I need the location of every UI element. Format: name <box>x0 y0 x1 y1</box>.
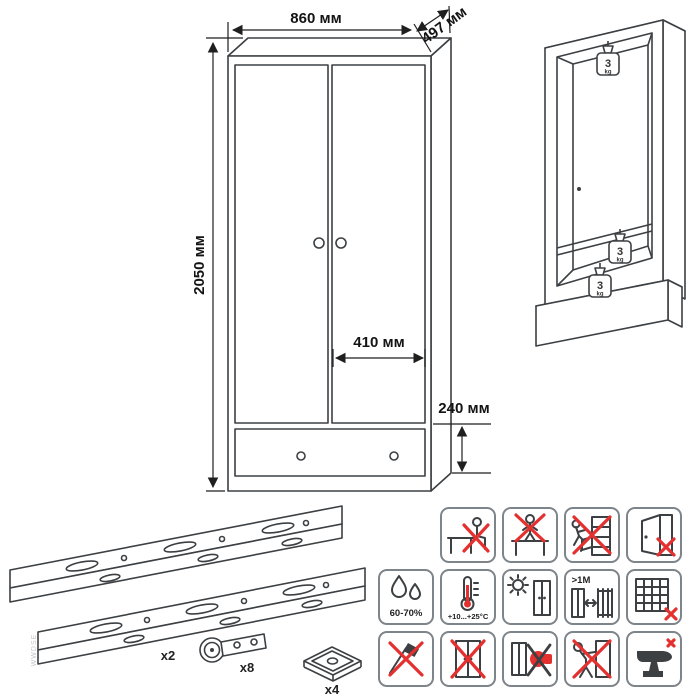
hinges-quantity-label: x8 <box>240 660 254 675</box>
tile-no-standing <box>502 507 558 563</box>
right-door-handle <box>335 237 347 249</box>
weight-unit: kg <box>596 292 603 298</box>
tile-temperature: +10...+25°C <box>440 569 496 625</box>
temperature-range-label: +10...+25°C <box>448 612 489 621</box>
pads-quantity-label: x4 <box>325 682 340 697</box>
no-door-hanging-icon <box>641 514 676 557</box>
no-tools-icon <box>388 641 424 677</box>
sunlight-icon <box>507 574 551 616</box>
hinge-dot <box>577 187 581 191</box>
heat-distance-icon: >1M <box>571 575 613 618</box>
furniture-pad-drawing <box>303 646 362 682</box>
drawer-height-dimension-label: 240 мм <box>438 400 489 417</box>
no-dragging-icon <box>572 639 612 679</box>
weight-unit: kg <box>616 258 623 264</box>
tile-no-climbing <box>564 507 620 563</box>
humidity-icon: 60-70% <box>390 575 423 619</box>
heavy-anvil-icon <box>637 638 676 677</box>
shelf-thickness-edge <box>556 230 653 256</box>
height-dimension-label: 2050 мм <box>191 235 208 295</box>
tile-no-impact <box>502 631 558 687</box>
drawer-slide-lower <box>37 567 366 665</box>
temperature-icon: +10...+25°C <box>448 576 489 621</box>
depth-dimension-line <box>416 9 449 32</box>
no-sitting-icon <box>447 517 490 554</box>
door-width-dimension-label: 410 мм <box>353 334 404 351</box>
hardware-svg: x2 x8 x4 WWDSE <box>9 505 366 697</box>
shelf-front-edge <box>556 223 653 249</box>
tile-humidity: 60-70% <box>378 569 434 625</box>
weight-value: 3 <box>605 58 611 70</box>
tile-no-sunlight <box>502 569 558 625</box>
left-door-handle <box>313 237 325 249</box>
hinge-drawing <box>199 633 267 663</box>
width-dimension-label: 860 мм <box>290 10 341 27</box>
tile-cabinet-crossed <box>440 631 496 687</box>
ventilation-grid-icon <box>635 578 678 621</box>
technical-drawing-svg: 860 мм 497 мм 2050 мм 410 мм 240 мм 3 <box>191 3 686 492</box>
weight-unit: kg <box>604 70 611 76</box>
slides-quantity-label: x2 <box>161 648 175 663</box>
drawer-slide-upper <box>9 505 343 603</box>
no-standing-icon <box>511 513 549 556</box>
humidity-range-label: 60-70% <box>390 608 423 619</box>
tile-no-dragging <box>564 631 620 687</box>
wardrobe-open-view: 3 kg 3 kg 3 kg <box>535 19 686 347</box>
wardrobe-front-face <box>227 55 432 492</box>
tile-no-sitting <box>440 507 496 563</box>
watermark-text: WWDSE <box>31 634 38 667</box>
weight-badge-bottom: 3 kg <box>588 263 612 298</box>
tile-ventilation-grid <box>626 569 682 625</box>
drawer-front <box>234 428 426 477</box>
tile-heavy-anvil <box>626 631 682 687</box>
weight-value: 3 <box>617 246 623 258</box>
weight-badge-top: 3 kg <box>596 41 620 76</box>
tile-no-tools <box>378 631 434 687</box>
min-distance-label: >1M <box>572 575 591 586</box>
no-climbing-icon <box>571 515 612 556</box>
right-door <box>331 64 426 424</box>
drawer-knob-right <box>389 451 399 461</box>
drawer-knob-left <box>296 451 306 461</box>
wardrobe-front-view <box>227 37 452 492</box>
tile-no-door-hanging <box>626 507 682 563</box>
no-impact-icon <box>511 642 552 677</box>
left-door <box>234 64 329 424</box>
tile-heat-distance: >1M <box>564 569 620 625</box>
weight-value: 3 <box>597 280 603 292</box>
cabinet-crossed-icon <box>450 639 486 679</box>
weight-badge-middle: 3 kg <box>608 229 632 264</box>
